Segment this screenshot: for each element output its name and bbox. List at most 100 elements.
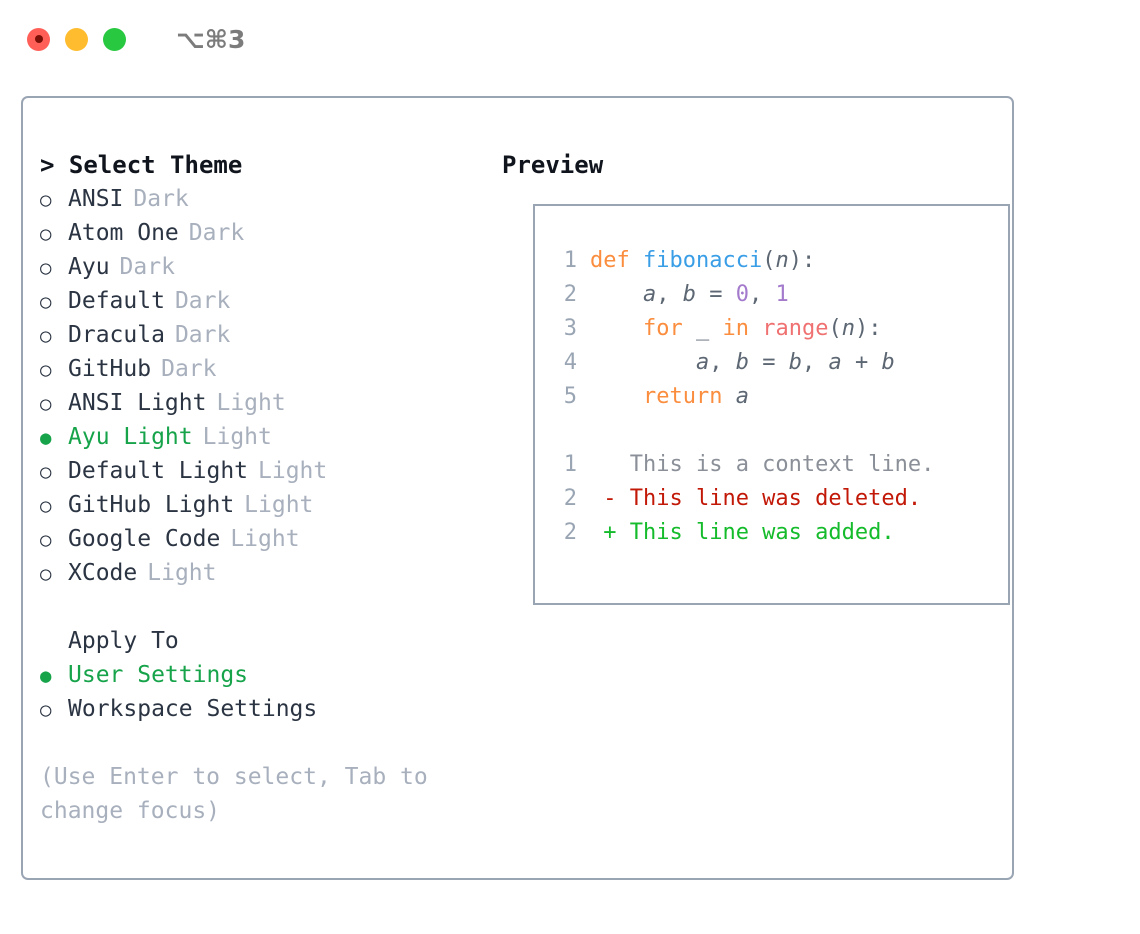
code-line: 3 for _ in range(n): xyxy=(549,312,1008,346)
token-pn xyxy=(590,316,643,341)
code-line: 4 a, b = b, a + b xyxy=(549,346,1008,380)
radio-unselected-icon: ○ xyxy=(40,699,52,721)
token-num: 1 xyxy=(775,282,789,307)
token-id: n xyxy=(841,316,855,341)
token-pn xyxy=(630,248,643,273)
token-pn: ( xyxy=(828,316,842,341)
theme-option-label: Default Light xyxy=(68,458,249,484)
token-kw: in xyxy=(722,316,749,341)
token-id: a xyxy=(735,384,749,409)
line-number: 2 xyxy=(563,486,577,511)
theme-variant-badge: Light xyxy=(216,390,286,416)
apply-to-option-workspace-settings[interactable]: ○Workspace Settings xyxy=(40,692,490,726)
line-number: 2 xyxy=(563,282,577,307)
token-fn: fibonacci xyxy=(643,248,763,273)
token-op: + xyxy=(841,350,882,375)
keyboard-shortcut-label: ⌥⌘3 xyxy=(176,24,246,54)
preview-heading: Preview xyxy=(502,151,604,179)
apply-to-heading: Apply To xyxy=(68,628,179,654)
diff-line: 2 + This line was added. xyxy=(549,516,1008,550)
radio-unselected-icon: ○ xyxy=(40,189,52,211)
line-number: 2 xyxy=(563,520,577,545)
window-controls xyxy=(27,27,126,51)
token-op: = xyxy=(748,350,789,375)
token-bi: range xyxy=(762,316,829,341)
token-pn: , xyxy=(656,282,683,307)
apply-to-list[interactable]: ●User Settings○Workspace Settings xyxy=(40,658,490,726)
theme-option-label: ANSI xyxy=(68,186,124,212)
theme-option-label: Default xyxy=(68,288,165,314)
diff-line-text: This is a context line. xyxy=(590,452,935,477)
token-id: a xyxy=(695,350,710,375)
theme-option-default-light[interactable]: ○ Default Light Light xyxy=(40,454,490,488)
token-id: b xyxy=(735,350,749,375)
radio-unselected-icon: ○ xyxy=(40,461,52,483)
diff-line: 1 This is a context line. xyxy=(549,448,1008,482)
token-id: n xyxy=(775,248,789,273)
minimize-button[interactable] xyxy=(65,27,88,51)
token-pn xyxy=(749,316,762,341)
token-kw: return xyxy=(642,384,723,409)
theme-option-label: GitHub Light xyxy=(68,492,235,518)
radio-selected-icon: ● xyxy=(40,427,52,449)
radio-unselected-icon: ○ xyxy=(40,359,52,381)
maximize-button[interactable] xyxy=(103,27,126,51)
token-pn xyxy=(590,384,643,409)
token-pn: ): xyxy=(854,316,882,341)
theme-variant-badge: Light xyxy=(230,526,300,552)
theme-option-ansi[interactable]: ○ ANSI Dark xyxy=(40,182,490,216)
hint-text: (Use Enter to select, Tab to change focu… xyxy=(40,764,428,824)
theme-option-label: Atom One xyxy=(68,220,179,246)
token-kw: def xyxy=(590,248,630,273)
token-id: b xyxy=(788,350,802,375)
code-line-text: for _ in range(n): xyxy=(590,312,881,346)
token-num: 0 xyxy=(735,282,749,307)
diff-line: 2 - This line was deleted. xyxy=(549,482,1008,516)
token-pn xyxy=(590,282,643,307)
token-id: b xyxy=(881,350,895,375)
code-line-text: a, b = b, a + b xyxy=(590,346,895,380)
radio-unselected-icon: ○ xyxy=(40,257,52,279)
apply-to-option-user-settings[interactable]: ●User Settings xyxy=(40,658,490,692)
token-id: a xyxy=(642,282,657,307)
token-pn xyxy=(590,350,696,375)
token-id: a xyxy=(828,350,842,375)
code-line-text: return a xyxy=(590,380,749,414)
theme-option-label: Ayu Light xyxy=(68,424,193,450)
theme-variant-badge: Light xyxy=(258,458,328,484)
code-line-text: def fibonacci(n): xyxy=(590,244,815,278)
close-button[interactable] xyxy=(27,27,50,51)
theme-variant-badge: Dark xyxy=(174,322,231,348)
token-op: = xyxy=(695,282,736,307)
token-pn xyxy=(722,384,735,409)
code-line-text: a, b = 0, 1 xyxy=(590,278,789,312)
token-pn: ): xyxy=(788,248,816,273)
token-id: _ xyxy=(682,316,723,341)
token-pn: , xyxy=(748,282,776,307)
theme-variant-badge: Light xyxy=(147,560,217,586)
token-pn: , xyxy=(801,350,829,375)
code-line: 1 def fibonacci(n): xyxy=(549,244,1008,278)
theme-option-label: Google Code xyxy=(68,526,221,552)
title-bar: ⌥⌘3 xyxy=(0,0,1140,78)
theme-variant-badge: Dark xyxy=(133,186,189,212)
line-number: 1 xyxy=(563,248,577,273)
radio-unselected-icon: ○ xyxy=(40,325,52,347)
line-number: 4 xyxy=(563,350,577,375)
